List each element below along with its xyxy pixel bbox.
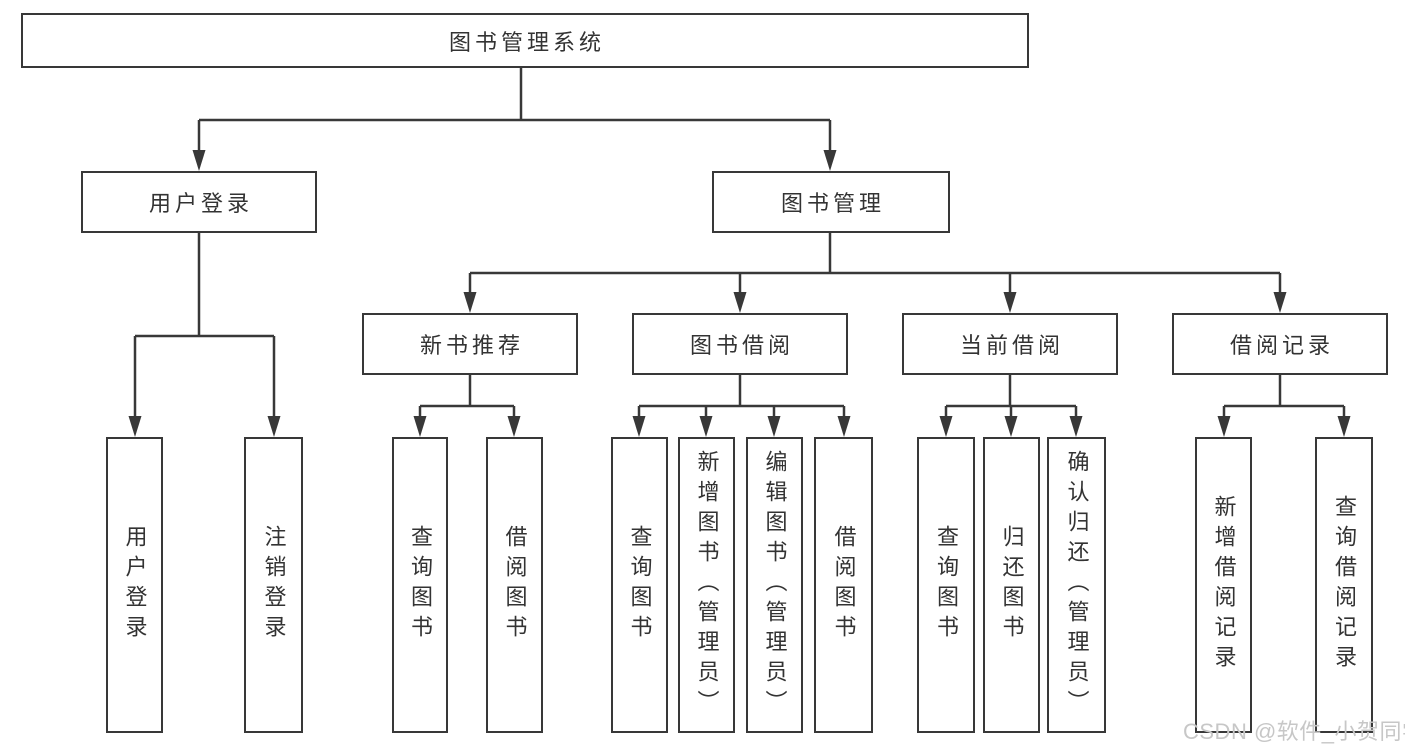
leaf-borrow-books-recommend: 借阅图书 bbox=[486, 437, 543, 733]
leaf-edit-books-admin: 编辑图书（管理员） bbox=[746, 437, 803, 733]
node-label: 确认归还（管理员） bbox=[1064, 450, 1090, 720]
node-new-book-recommendation: 新书推荐 bbox=[362, 313, 578, 375]
node-book-management-branch: 图书管理 bbox=[712, 171, 950, 233]
leaf-confirm-return-admin: 确认归还（管理员） bbox=[1047, 437, 1106, 733]
leaf-query-borrow-record: 查询借阅记录 bbox=[1315, 437, 1373, 733]
node-label: 用户登录 bbox=[148, 191, 253, 216]
node-borrowing-records: 借阅记录 bbox=[1172, 313, 1388, 375]
node-label: 图书管理系统 bbox=[448, 29, 605, 55]
node-label: 编辑图书（管理员） bbox=[762, 450, 788, 720]
node-label: 注销登录 bbox=[261, 525, 287, 645]
node-label: 查询借阅记录 bbox=[1332, 495, 1357, 675]
node-label: 查询图书 bbox=[627, 525, 653, 645]
node-label: 查询图书 bbox=[934, 525, 959, 645]
leaf-logout: 注销登录 bbox=[244, 437, 303, 733]
node-label: 用户登录 bbox=[122, 525, 148, 645]
node-label: 借阅图书 bbox=[502, 525, 528, 645]
leaf-query-books-borrowing: 查询图书 bbox=[611, 437, 668, 733]
node-label: 归还图书 bbox=[999, 525, 1025, 645]
node-label: 借阅图书 bbox=[831, 525, 857, 645]
node-label: 当前借阅 bbox=[959, 333, 1064, 358]
csdn-watermark: CSDN @软件_小贺同学 bbox=[1183, 719, 1405, 744]
leaf-query-books-current: 查询图书 bbox=[917, 437, 975, 733]
node-label: 查询图书 bbox=[408, 525, 433, 645]
node-user-login-branch: 用户登录 bbox=[81, 171, 317, 233]
leaf-add-borrow-record: 新增借阅记录 bbox=[1195, 437, 1252, 733]
leaf-query-books-recommend: 查询图书 bbox=[392, 437, 448, 733]
node-label: 图书借阅 bbox=[689, 333, 794, 358]
node-book-borrowing: 图书借阅 bbox=[632, 313, 848, 375]
leaf-return-books: 归还图书 bbox=[983, 437, 1040, 733]
leaf-borrow-books: 借阅图书 bbox=[814, 437, 873, 733]
node-library-system: 图书管理系统 bbox=[21, 13, 1029, 68]
node-label: 新书推荐 bbox=[419, 333, 524, 358]
leaf-add-books-admin: 新增图书（管理员） bbox=[678, 437, 735, 733]
node-label: 新增图书（管理员） bbox=[694, 450, 720, 720]
node-label: 新增借阅记录 bbox=[1211, 495, 1237, 675]
node-label: 图书管理 bbox=[780, 191, 885, 216]
leaf-user-login: 用户登录 bbox=[106, 437, 163, 733]
node-current-borrowing: 当前借阅 bbox=[902, 313, 1118, 375]
node-label: 借阅记录 bbox=[1229, 333, 1334, 358]
